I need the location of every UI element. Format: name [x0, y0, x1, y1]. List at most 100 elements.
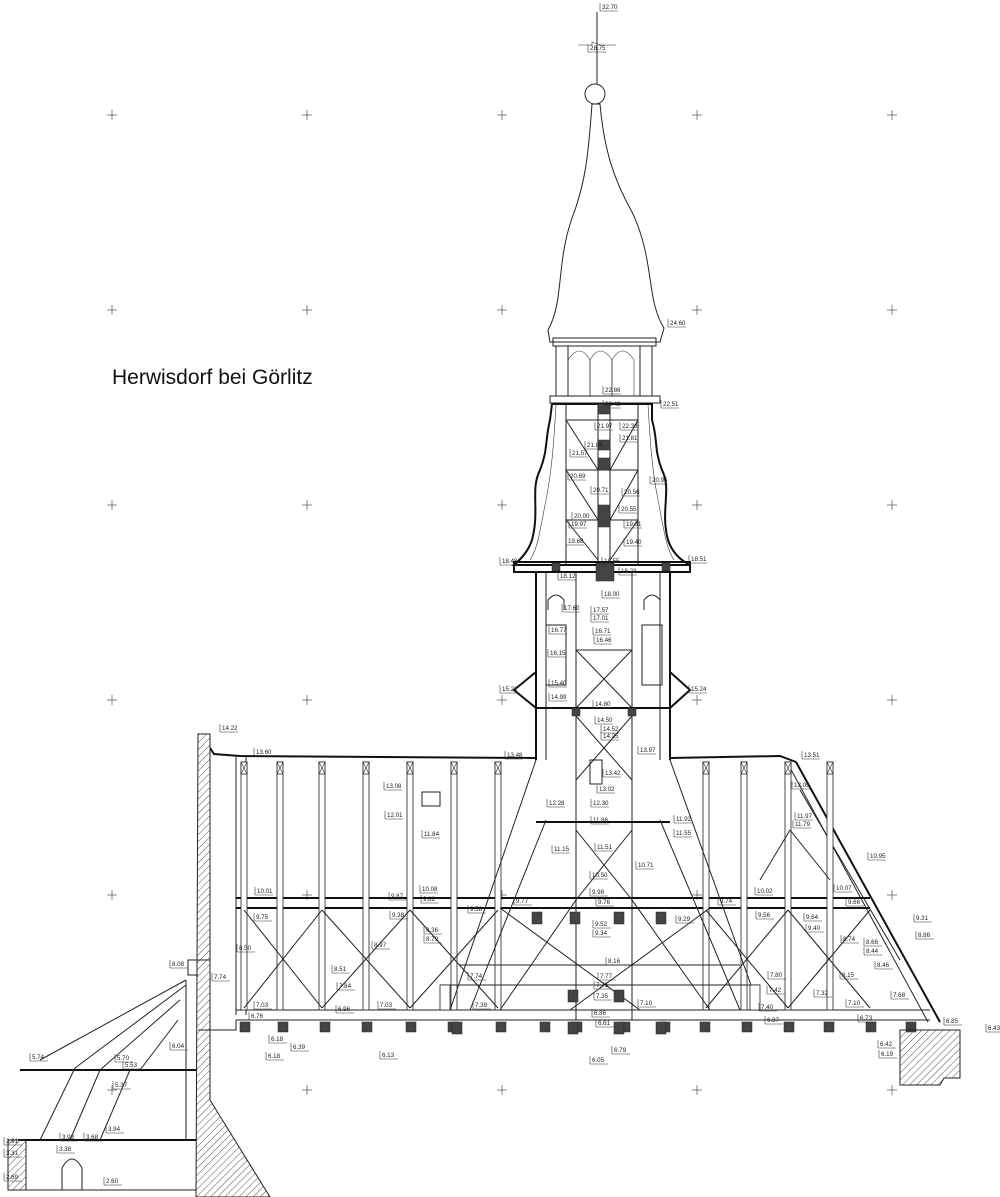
elevation-mark: 8.86 — [915, 931, 934, 940]
elevation-value: 2.69 — [6, 1174, 19, 1181]
elevation-mark: 8.97 — [371, 941, 390, 950]
elevation-mark: 21.97 — [594, 422, 613, 431]
elevation-mark: 20.71 — [590, 486, 609, 495]
elevation-value: 8.50 — [239, 945, 252, 952]
elevation-value: 6.18 — [271, 1036, 284, 1043]
crosshair-icon — [302, 1085, 312, 1095]
elevation-value: 11.79 — [795, 821, 811, 828]
elevation-value: 11.55 — [676, 830, 692, 837]
elevation-value: 28.75 — [590, 45, 606, 52]
elevation-value: 11.92 — [676, 816, 692, 823]
elevation-value: 11.86 — [593, 817, 609, 824]
elevation-value: 7.03 — [380, 1002, 393, 1009]
elevation-mark: 8.50 — [236, 944, 255, 953]
west-wall — [187, 733, 961, 1197]
elevation-mark: 11.92 — [673, 815, 692, 824]
elevation-mark: 6.05 — [589, 1056, 608, 1065]
elevation-mark: 13.97 — [637, 746, 656, 755]
elevation-value: 9.36 — [426, 927, 439, 934]
elevation-mark: 3.93 — [59, 1133, 78, 1142]
beam-section — [865, 1021, 877, 1033]
elevation-mark: 8.66 — [863, 938, 882, 947]
elevation-value: 20.69 — [570, 473, 586, 480]
elevation-mark: 8.79 — [423, 935, 442, 944]
beam-section — [783, 1021, 795, 1033]
elevation-value: 8.97 — [374, 942, 387, 949]
elevation-mark: 12.28 — [546, 799, 565, 808]
elevation-mark: 9.66 — [845, 898, 864, 907]
elevation-value: 5.53 — [125, 1062, 138, 1069]
elevation-mark: 6.19 — [878, 1050, 897, 1059]
crosshair-icon — [107, 110, 117, 120]
elevation-value: 17.60 — [564, 605, 580, 612]
elevation-value: 10.07 — [836, 885, 852, 892]
elevation-mark: 11.51 — [594, 843, 613, 852]
onion-dome — [547, 103, 665, 343]
elevation-value: 18.23 — [621, 568, 637, 575]
elevation-value: 8.51 — [334, 966, 347, 973]
crosshair-icon — [887, 1085, 897, 1095]
elevation-mark: 7.03 — [253, 1001, 272, 1010]
floor-beams — [239, 911, 917, 1035]
elevation-value: 9.29 — [678, 916, 691, 923]
elevation-value: 6.18 — [268, 1053, 281, 1060]
elevation-mark: 9.40 — [805, 924, 824, 933]
elevation-value: 7.03 — [256, 1002, 269, 1009]
crosshair-icon — [302, 305, 312, 315]
crosshair-icon — [107, 305, 117, 315]
elevation-value: 17.01 — [593, 615, 609, 622]
elevation-value: 19.40 — [626, 539, 642, 546]
elevation-mark: 9.52 — [592, 920, 611, 929]
elevation-value: 11.15 — [554, 846, 570, 853]
elevation-mark: 22.51 — [660, 400, 679, 409]
elevation-value: 20.00 — [574, 513, 590, 520]
elevation-mark: 6.42 — [877, 1040, 896, 1049]
left-arch — [547, 594, 565, 610]
crosshair-icon — [692, 695, 702, 705]
crosshair-icon — [107, 890, 117, 900]
elevation-mark: 7.40 — [758, 1003, 777, 1012]
elevation-value: 9.98 — [592, 889, 605, 896]
elevation-value: 18.48 — [502, 558, 518, 565]
elevation-mark: 18.55 — [601, 557, 620, 566]
elevation-value: 16.15 — [550, 650, 566, 657]
elevation-mark: 6.85 — [943, 1017, 962, 1026]
elevation-value: 7.39 — [475, 1002, 488, 1009]
rafter-post — [494, 761, 502, 1011]
elevation-value: 10.08 — [422, 886, 438, 893]
elevation-mark: 9.64 — [803, 913, 822, 922]
rafter-post — [784, 761, 792, 1011]
elevation-mark: 15.24 — [688, 685, 707, 694]
elevation-mark: 22.33 — [619, 422, 638, 431]
x-bracing — [243, 909, 871, 1009]
elevation-value: 16.46 — [596, 637, 612, 644]
elevation-value: 12.01 — [387, 812, 403, 819]
elevation-value: 11.51 — [597, 844, 613, 851]
spire-ball-icon — [584, 83, 606, 105]
crosshair-icon — [887, 695, 897, 705]
elevation-value: 9.74 — [720, 898, 733, 905]
elevation-mark: 7.74 — [211, 973, 230, 982]
elevation-value: 9.75 — [256, 914, 269, 921]
elevation-mark: 19.68 — [565, 537, 584, 546]
elevation-mark: 6.43 — [985, 1024, 1000, 1033]
elevation-value: 15.21 — [502, 686, 518, 693]
elevation-mark: 20.69 — [567, 472, 586, 481]
elevation-mark: 7.74 — [467, 972, 486, 981]
elevation-mark: 17.57 — [590, 606, 609, 615]
elevation-mark: 13.51 — [801, 751, 820, 760]
beam-section — [405, 1021, 417, 1033]
elevation-mark: 7.10 — [845, 999, 864, 1008]
crosshair-icon — [497, 305, 507, 315]
elevation-mark: 13.09 — [791, 781, 810, 790]
elevation-value: 7.80 — [770, 972, 783, 979]
elevation-mark: 6.79 — [611, 1046, 630, 1055]
elevation-value: 7.10 — [640, 1000, 653, 1007]
rafter-post — [276, 761, 284, 1011]
crosshair-icon — [302, 110, 312, 120]
rafter-post — [702, 761, 710, 1011]
rafter-post — [406, 761, 414, 1011]
crosshair-icon — [107, 500, 117, 510]
elevation-value: 24.60 — [670, 320, 686, 327]
